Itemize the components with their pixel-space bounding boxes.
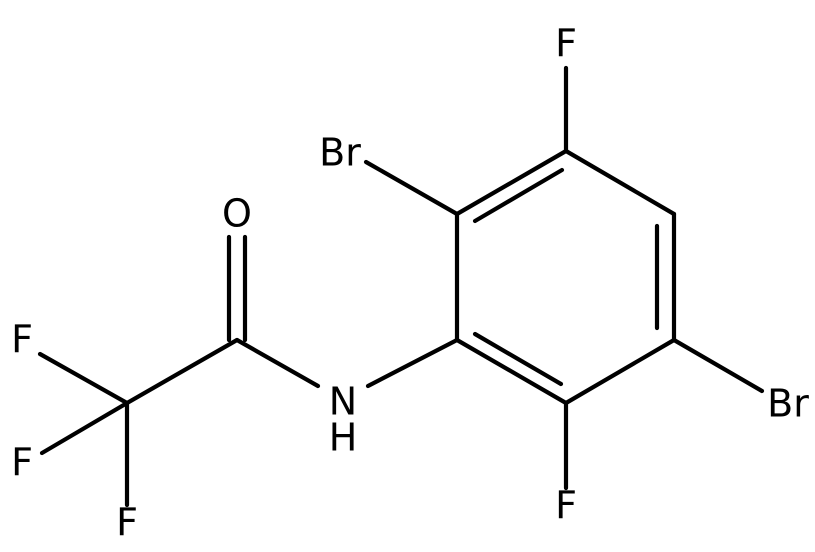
atom-label-f-meta-top: F: [555, 22, 577, 66]
atom-label-f-cf3-mid: F: [11, 441, 33, 485]
atom-label-o: O: [222, 192, 252, 236]
bond-c1-c2: [124, 337, 240, 406]
bond-ring-c4-c5-inner: [472, 167, 565, 224]
bond-ring-c4-c5: [454, 148, 569, 217]
bond-c7-br: [671, 337, 765, 394]
bond-ring-c7-c8: [563, 337, 677, 406]
bond-ring-c8-c3: [454, 337, 569, 406]
atom-label-h: H: [329, 416, 358, 460]
atom-label-br-ortho: Br: [319, 131, 361, 175]
bond-c4-br: [363, 159, 460, 217]
bond-c1-f-mid: [39, 400, 130, 456]
bond-c2-n: [234, 337, 321, 389]
atom-labels: O N H F F F Br F Br F: [11, 22, 809, 545]
atom-label-f-ortho-bottom: F: [555, 484, 577, 528]
bonds: [37, 65, 765, 508]
bond-ring-c5-c6: [563, 148, 677, 217]
atom-label-f-cf3-top: F: [11, 318, 33, 362]
bond-ring-c8-c3-inner: [472, 331, 564, 387]
atom-label-br-meta: Br: [767, 382, 809, 426]
atom-label-f-cf3-bottom: F: [116, 501, 138, 545]
atom-label-n: N: [329, 380, 357, 424]
bond-c1-f-top: [37, 351, 130, 406]
bond-n-c3: [365, 337, 460, 389]
